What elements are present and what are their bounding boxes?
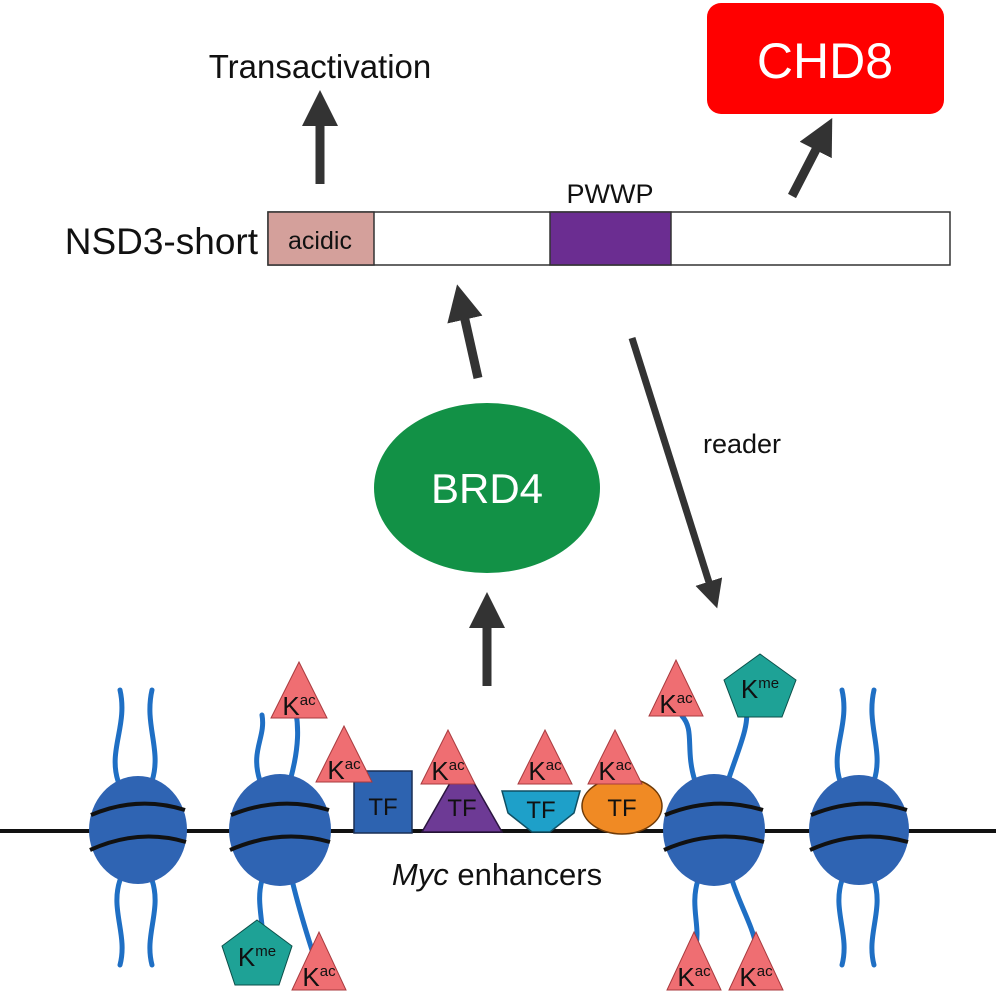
svg-text:TF: TF [447, 795, 476, 822]
chd8-box [707, 3, 944, 114]
nucleosome-2 [229, 774, 331, 886]
acidic-domain [267, 211, 375, 266]
svg-text:TF: TF [368, 794, 397, 821]
kme-mark: Kme [221, 919, 293, 986]
svg-text:Kac: Kac [302, 962, 336, 992]
chd8-label: CHD8 [757, 33, 893, 89]
svg-text:TF: TF [526, 797, 555, 824]
reader-label: reader [703, 429, 781, 459]
kac-mark: Kac [587, 728, 643, 786]
kac-mark: Kac [291, 930, 347, 992]
svg-text:Kac: Kac [431, 756, 465, 786]
brd4-oval [374, 403, 600, 573]
svg-text:Kac: Kac [327, 755, 361, 785]
pwwp-domain [549, 211, 672, 266]
svg-text:Kme: Kme [741, 674, 779, 704]
svg-text:Kme: Kme [238, 942, 276, 972]
kac-mark: Kac [517, 728, 573, 786]
kac-mark: Kac [666, 930, 722, 992]
nucleosome-3 [663, 774, 765, 886]
kac-mark: Kac [315, 724, 373, 785]
tf-oval: TF [581, 777, 663, 835]
svg-text:Kac: Kac [739, 962, 773, 992]
arrow-chd8 [788, 118, 833, 199]
kac-mark: Kac [648, 658, 704, 719]
tf-pentagon: TF [501, 790, 581, 833]
svg-text:Kac: Kac [659, 689, 693, 719]
svg-text:Kac: Kac [598, 756, 632, 786]
nucleosome-1 [89, 776, 187, 884]
svg-text:Kac: Kac [282, 691, 316, 721]
transactivation-label: Transactivation [209, 48, 432, 85]
arrow-reader [628, 336, 723, 609]
arrow-brd4-to-nsd3 [447, 284, 483, 379]
tf-triangle: TF [420, 760, 504, 833]
acidic-label: acidic [288, 227, 352, 255]
kme-mark: Kme [723, 653, 797, 718]
kac-mark: Kac [420, 728, 476, 786]
pwwp-label: PWWP [567, 179, 654, 209]
brd4-label: BRD4 [431, 465, 543, 512]
svg-text:Kac: Kac [677, 962, 711, 992]
svg-text:Kac: Kac [528, 756, 562, 786]
nsd3-short-label: NSD3-short [65, 221, 259, 262]
myc-enhancers-label: Myc enhancers [392, 857, 602, 892]
nucleosome-4 [809, 775, 909, 885]
kac-mark: Kac [270, 660, 328, 721]
kac-mark: Kac [728, 930, 784, 992]
svg-text:TF: TF [607, 795, 636, 822]
